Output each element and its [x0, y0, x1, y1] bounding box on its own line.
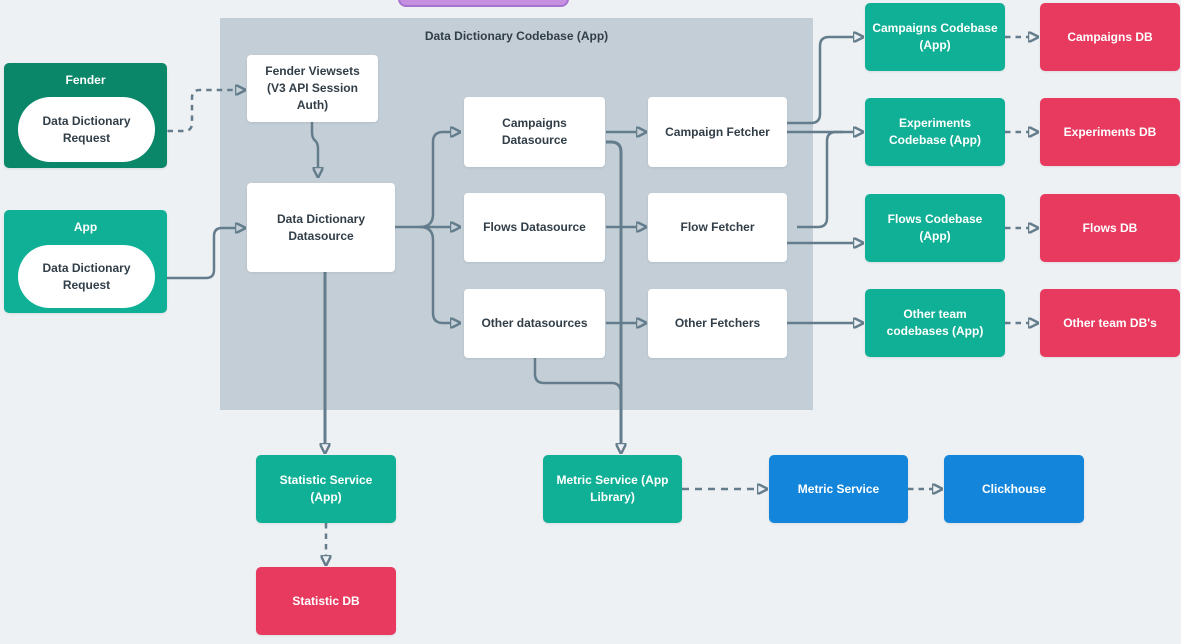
node-other-datasources[interactable]: Other datasources [464, 289, 605, 358]
node-campaigns-codebase[interactable]: Campaigns Codebase (App) [865, 3, 1005, 71]
node-app-dd-request[interactable]: Data Dictionary Request [18, 245, 155, 308]
edge-campaign-fetcher-to-campaigns-cb [787, 37, 854, 125]
fender-group-title: Fender [65, 73, 106, 87]
node-statistic-db[interactable]: Statistic DB [256, 567, 396, 635]
edge-flow-fetcher-merge-experiments [797, 130, 843, 229]
top-purple-shape[interactable] [398, 0, 569, 7]
node-fender-viewsets[interactable]: Fender Viewsets (V3 API Session Auth) [247, 55, 378, 122]
node-flows-codebase[interactable]: Flows Codebase (App) [865, 194, 1005, 262]
node-campaign-fetcher[interactable]: Campaign Fetcher [648, 97, 787, 167]
edge-dd-to-other-ds [419, 225, 451, 323]
node-dd-datasource[interactable]: Data Dictionary Datasource [247, 183, 395, 272]
node-statistic-service[interactable]: Statistic Service (App) [256, 455, 396, 523]
edge-dd-to-campaigns-ds [419, 132, 451, 229]
node-campaigns-db[interactable]: Campaigns DB [1040, 3, 1180, 71]
container-title: Data Dictionary Codebase (App) [424, 29, 609, 43]
app-group-title: App [73, 220, 98, 234]
edge-app-to-dd-datasource [156, 228, 236, 280]
node-campaigns-datasource[interactable]: Campaigns Datasource [464, 97, 605, 167]
node-other-dbs[interactable]: Other team DB's [1040, 289, 1180, 357]
node-app-group[interactable]: App Data Dictionary Request [4, 210, 167, 313]
node-flows-db[interactable]: Flows DB [1040, 194, 1180, 262]
node-fender-group[interactable]: Fender Data Dictionary Request [4, 63, 167, 168]
node-fender-dd-request[interactable]: Data Dictionary Request [18, 97, 155, 162]
node-experiments-codebase[interactable]: Experiments Codebase (App) [865, 98, 1005, 166]
edge-viewsets-to-dd-datasource [310, 122, 318, 168]
node-flow-fetcher[interactable]: Flow Fetcher [648, 193, 787, 262]
node-metric-service-lib[interactable]: Metric Service (App Library) [543, 455, 682, 523]
node-other-fetchers[interactable]: Other Fetchers [648, 289, 787, 358]
node-other-codebases[interactable]: Other team codebases (App) [865, 289, 1005, 357]
node-experiments-db[interactable]: Experiments DB [1040, 98, 1180, 166]
node-metric-service[interactable]: Metric Service [769, 455, 908, 523]
node-flows-datasource[interactable]: Flows Datasource [464, 193, 605, 262]
edge-campaigns-ds-to-metric-lib [606, 140, 621, 444]
node-clickhouse[interactable]: Clickhouse [944, 455, 1084, 523]
edge-other-ds-merge-metric [533, 358, 623, 393]
edge-fender-to-viewsets [157, 90, 236, 133]
